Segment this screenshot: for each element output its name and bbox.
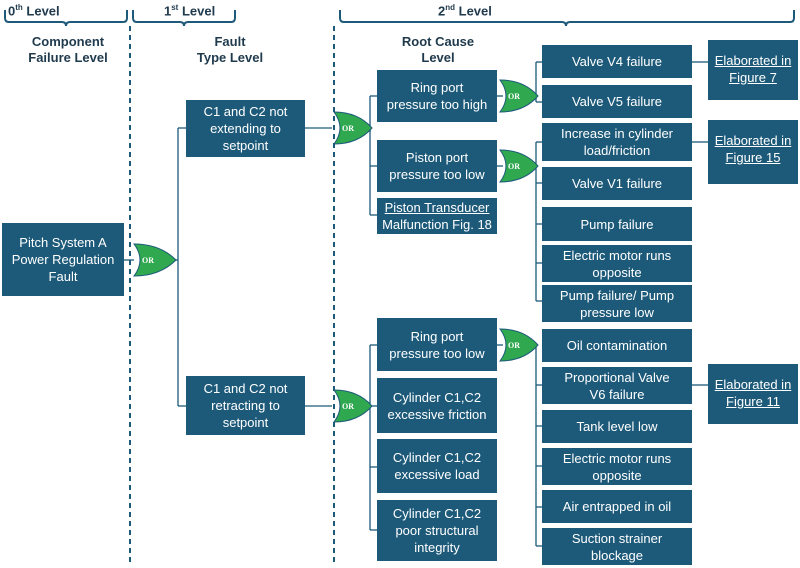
- level-2-label: 2nd Level: [438, 3, 492, 19]
- or-gate-piston-label: OR: [508, 162, 520, 171]
- node-air-entrapped: Air entrapped in oil: [542, 490, 692, 523]
- node-oil-contamination: Oil contamination: [542, 329, 692, 362]
- node-pump-failure: Pump failure: [542, 207, 692, 241]
- or-gate-c2: OR: [333, 389, 373, 423]
- or-gate-c1: OR: [333, 111, 373, 145]
- level-0-bracket: [4, 10, 128, 27]
- level-2-bracket: [339, 10, 795, 27]
- or-gate-top: OR: [133, 243, 177, 277]
- or-gate-ring-low-label: OR: [508, 341, 520, 350]
- node-tank-level-low: Tank level low: [542, 410, 692, 443]
- level-1-bracket: [132, 10, 236, 27]
- level-0-label: 0th Level: [8, 3, 60, 19]
- or-gate-piston: OR: [499, 149, 539, 183]
- or-gate-ring-high: OR: [499, 79, 539, 113]
- or-gate-c2-label: OR: [342, 402, 354, 411]
- node-valve-v5: Valve V5 failure: [542, 85, 692, 118]
- node-valve-v1: Valve V1 failure: [542, 167, 692, 200]
- node-valve-v4: Valve V4 failure: [542, 45, 692, 78]
- or-gate-c1-label: OR: [342, 124, 354, 133]
- level-1-label: 1st Level: [164, 3, 216, 19]
- or-gate-ring-high-label: OR: [508, 92, 520, 101]
- or-gate-ring-low: OR: [499, 328, 539, 362]
- or-gate-top-label: OR: [142, 256, 154, 265]
